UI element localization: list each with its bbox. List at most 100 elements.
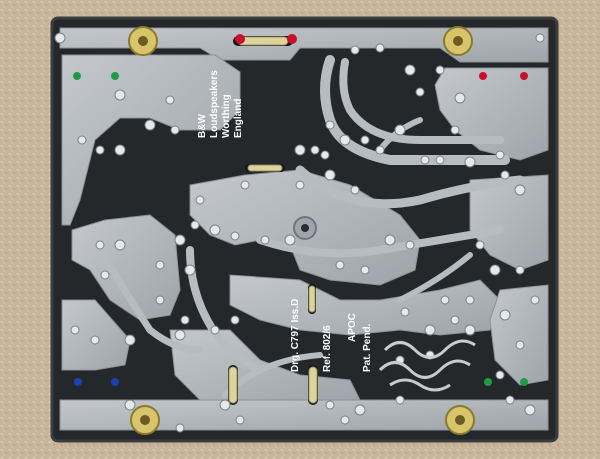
solder-joint bbox=[324, 169, 336, 181]
solder-joint bbox=[339, 134, 351, 146]
solder-joint bbox=[415, 87, 425, 97]
solder-joint bbox=[90, 335, 100, 345]
solder-joint bbox=[524, 404, 536, 416]
solder-joint bbox=[219, 399, 231, 411]
solder-joint bbox=[209, 224, 221, 236]
center-mount-hole bbox=[293, 216, 317, 240]
solder-joint bbox=[230, 231, 240, 241]
terminal-top-left-icon bbox=[128, 26, 158, 56]
solder-joint bbox=[350, 185, 360, 195]
solder-joint bbox=[515, 265, 525, 275]
solder-joint bbox=[489, 264, 501, 276]
blue-wire-dot bbox=[74, 378, 82, 386]
solder-joint bbox=[440, 295, 450, 305]
solder-joint bbox=[95, 240, 105, 250]
solder-joint bbox=[535, 33, 545, 43]
solder-joint bbox=[114, 239, 126, 251]
solder-joint bbox=[464, 156, 476, 168]
solder-joint bbox=[394, 124, 406, 136]
maker-line-2: Loudspeakers bbox=[209, 70, 220, 138]
drawing-number: Drg. C797 Iss.D bbox=[290, 299, 301, 372]
solder-joint bbox=[260, 235, 270, 245]
solder-joint bbox=[240, 180, 250, 190]
solder-joint bbox=[155, 295, 165, 305]
solder-joint bbox=[114, 144, 126, 156]
red-wire-dot bbox=[520, 72, 528, 80]
solder-joint bbox=[450, 315, 460, 325]
solder-joint bbox=[375, 43, 385, 53]
solder-joint bbox=[454, 92, 466, 104]
solder-joint bbox=[405, 240, 415, 250]
maker-line-3: Worthing bbox=[221, 94, 232, 138]
green-wire-dot bbox=[111, 72, 119, 80]
solder-joint bbox=[174, 234, 186, 246]
solder-joint bbox=[100, 270, 110, 280]
solder-joint bbox=[180, 315, 190, 325]
wire-dots bbox=[73, 34, 528, 386]
solder-joint bbox=[144, 119, 156, 131]
solder-joint bbox=[465, 295, 475, 305]
solder-joint bbox=[505, 395, 515, 405]
solder-joint bbox=[320, 150, 330, 160]
solder-joint bbox=[325, 120, 335, 130]
solder-joint bbox=[70, 325, 80, 335]
mounting-terminals bbox=[128, 26, 475, 435]
solder-joint bbox=[95, 145, 105, 155]
solder-joint bbox=[395, 395, 405, 405]
solder-joint bbox=[190, 220, 200, 230]
solder-joint bbox=[335, 260, 345, 270]
solder-joint bbox=[450, 125, 460, 135]
blue-wire-dot bbox=[111, 378, 119, 386]
solder-joint bbox=[124, 334, 136, 346]
solder-joint bbox=[124, 399, 136, 411]
pcb-lettering: B&W Loudspeakers Worthing England Drg. C… bbox=[197, 70, 373, 372]
solder-joint bbox=[360, 265, 370, 275]
patent-label: Pat. Pend. bbox=[362, 323, 373, 372]
solder-joint bbox=[165, 95, 175, 105]
solder-joint bbox=[354, 404, 366, 416]
solder-joint bbox=[114, 89, 126, 101]
solder-joint bbox=[54, 32, 66, 44]
solder-joint bbox=[295, 180, 305, 190]
solder-joint bbox=[174, 329, 186, 341]
reference-number: Ref. 802/6 bbox=[322, 325, 333, 372]
solder-joint bbox=[195, 195, 205, 205]
solder-joint bbox=[77, 135, 87, 145]
solder-joint bbox=[170, 125, 180, 135]
solder-joint bbox=[230, 315, 240, 325]
solder-joint bbox=[424, 324, 436, 336]
solder-joint bbox=[500, 170, 510, 180]
green-wire-dot bbox=[520, 378, 528, 386]
green-wire-dot bbox=[484, 378, 492, 386]
terminal-bottom-left-icon bbox=[130, 405, 160, 435]
solder-joint bbox=[294, 144, 306, 156]
solder-joint bbox=[310, 145, 320, 155]
solder-joint bbox=[404, 64, 416, 76]
solder-joint bbox=[514, 184, 526, 196]
red-wire-dot bbox=[479, 72, 487, 80]
solder-joint bbox=[340, 415, 350, 425]
solder-joint bbox=[235, 415, 245, 425]
solder-joint bbox=[400, 307, 410, 317]
red-wire-dot bbox=[235, 34, 245, 44]
terminal-top-right-icon bbox=[443, 26, 473, 56]
solder-joint bbox=[325, 400, 335, 410]
solder-joint bbox=[384, 234, 396, 246]
apoc-label: APOC bbox=[347, 313, 358, 342]
solder-joint bbox=[360, 135, 370, 145]
solder-joint bbox=[464, 324, 476, 336]
maker-line-1: B&W bbox=[197, 114, 208, 138]
solder-joints bbox=[54, 32, 545, 433]
green-wire-dot bbox=[73, 72, 81, 80]
solder-joint bbox=[495, 370, 505, 380]
red-wire-dot bbox=[287, 34, 297, 44]
solder-joint bbox=[495, 150, 505, 160]
terminal-bottom-right-icon bbox=[445, 405, 475, 435]
solder-joint bbox=[210, 325, 220, 335]
solder-joint bbox=[515, 340, 525, 350]
solder-joint bbox=[530, 295, 540, 305]
solder-joint bbox=[435, 65, 445, 75]
maker-line-4: England bbox=[233, 99, 244, 138]
inductor-winding-area bbox=[378, 339, 476, 392]
